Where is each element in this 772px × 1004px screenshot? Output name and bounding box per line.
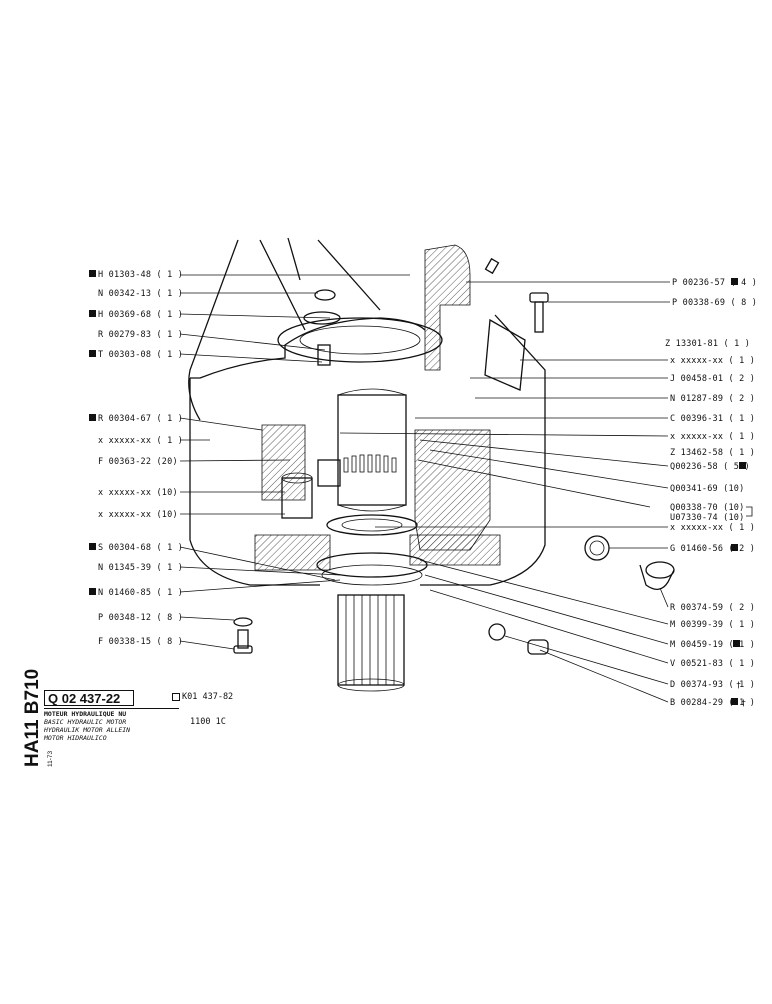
output-shaft — [337, 594, 405, 692]
marker-square — [731, 544, 738, 551]
marker-square — [89, 310, 96, 317]
part-label-left-12: N 01345-39 ( 1 ) — [98, 563, 183, 573]
part-label-right-21: B 00284-29 ( 1 ) — [670, 698, 755, 708]
part-label-left-3: H 00369-68 ( 1 ) — [98, 310, 183, 320]
part-label-right-1: P 00236-57 ( 4 ) — [672, 278, 757, 288]
reference-box-icon — [172, 692, 180, 701]
part-label-right-4: x xxxxx-xx ( 1 ) — [670, 356, 755, 366]
part-label-right-3: Z 13301-81 ( 1 ) — [665, 339, 750, 349]
part-label-right-8: x xxxxx-xx ( 1 ) — [670, 432, 755, 442]
right-label-group: P 00236-57 ( 4 ) P 00338-69 ( 8 ) Z 1330… — [665, 278, 757, 709]
marker-square — [89, 543, 96, 550]
machine-body-outline — [188, 237, 381, 421]
description-line: MOTOR HIDRAULICO — [44, 734, 107, 742]
side-date: 11-73 — [47, 750, 54, 767]
side-code-block: HA11 B710 11-73 — [14, 655, 54, 767]
part-label-left-4: R 00279-83 ( 1 ) — [98, 330, 183, 340]
description-line: BASIC HYDRAULIC MOTOR — [44, 718, 127, 726]
description-block: MOTEUR HYDRAULIQUE NU BASIC HYDRAULIC MO… — [44, 710, 174, 742]
side-code: HA11 B710 — [22, 669, 43, 767]
document-code: Q 02 437-22 — [44, 690, 134, 706]
right-leader-lines — [339, 281, 753, 703]
part-label-right-10: Q00236-58 ( 5 ) — [670, 462, 750, 472]
part-label-left-5: T 00303-08 ( 1 ) — [98, 350, 183, 360]
part-label-right-18: M 00459-19 ( 1 ) — [670, 640, 755, 650]
dagger-mark: † — [736, 681, 741, 691]
part-label-left-7: x xxxxx-xx ( 1 ) — [98, 436, 183, 446]
part-label-left-14: P 00348-12 ( 8 ) — [98, 613, 183, 623]
model-number: 1100 1C — [190, 717, 226, 727]
description-line: MOTEUR HYDRAULIQUE NU — [44, 710, 127, 718]
part-label-right-7: C 00396-31 ( 1 ) — [670, 414, 755, 424]
part-label-right-19: V 00521-83 ( 1 ) — [670, 659, 755, 669]
marker-square — [739, 462, 746, 469]
part-label-left-11: S 00304-68 ( 1 ) — [98, 543, 183, 553]
part-label-right-16: R 00374-59 ( 2 ) — [670, 603, 755, 613]
left-label-group: H 01303-48 ( 1 ) N 00342-13 ( 1 ) H 0036… — [89, 270, 183, 647]
part-label-left-1: H 01303-48 ( 1 ) — [98, 270, 183, 280]
reference-code: K01 437-82 — [172, 692, 233, 702]
part-label-left-8: F 00363-22 (20) — [98, 457, 178, 467]
reference-code-text: K01 437-82 — [182, 692, 234, 702]
part-label-left-15: F 00338-15 ( 8 ) — [98, 637, 183, 647]
part-label-right-5: J 00458-01 ( 2 ) — [670, 374, 755, 384]
part-label-left-6: R 00304-67 ( 1 ) — [98, 414, 183, 424]
marker-square — [89, 270, 96, 277]
part-label-left-2: N 00342-13 ( 1 ) — [98, 289, 183, 299]
part-label-right-9: Z 13462-58 ( 1 ) — [670, 448, 755, 458]
rotor-slots — [343, 454, 397, 473]
part-label-right-6: N 01287-89 ( 2 ) — [670, 394, 755, 404]
marker-square — [733, 640, 740, 647]
part-label-right-2: P 00338-69 ( 8 ) — [672, 298, 757, 308]
marker-square — [731, 698, 738, 705]
title-block: Q 02 437-22 K01 437-82 MOTEUR HYDRAULIQU… — [44, 690, 374, 760]
part-label-right-13: U07330-74 (10) — [670, 513, 744, 523]
part-label-left-10: x xxxxx-xx (10) — [98, 510, 178, 520]
left-leader-lines — [179, 274, 410, 650]
part-label-right-15: G 01460-56 ( 2 ) — [670, 544, 755, 554]
part-label-right-11: Q00341-69 (10) — [670, 484, 744, 494]
marker-square — [731, 278, 738, 285]
marker-square — [89, 588, 96, 595]
part-label-right-17: M 00399-39 ( 1 ) — [670, 620, 755, 630]
dagger-mark: † — [741, 699, 746, 709]
part-label-right-20: D 00374-93 ( 1 ) — [670, 680, 755, 690]
description-line: HYDRAULIK MOTOR ALLEIN — [44, 726, 131, 734]
marker-square — [89, 350, 96, 357]
title-frame — [44, 708, 179, 755]
part-label-right-14: x xxxxx-xx ( 1 ) — [670, 523, 755, 533]
motor-housing — [189, 244, 675, 692]
part-label-left-9: x xxxxx-xx (10) — [98, 488, 178, 498]
marker-square — [89, 414, 96, 421]
part-label-left-13: N 01460-85 ( 1 ) — [98, 588, 183, 598]
part-label-right-12: Q00338-70 (10) — [670, 503, 744, 513]
